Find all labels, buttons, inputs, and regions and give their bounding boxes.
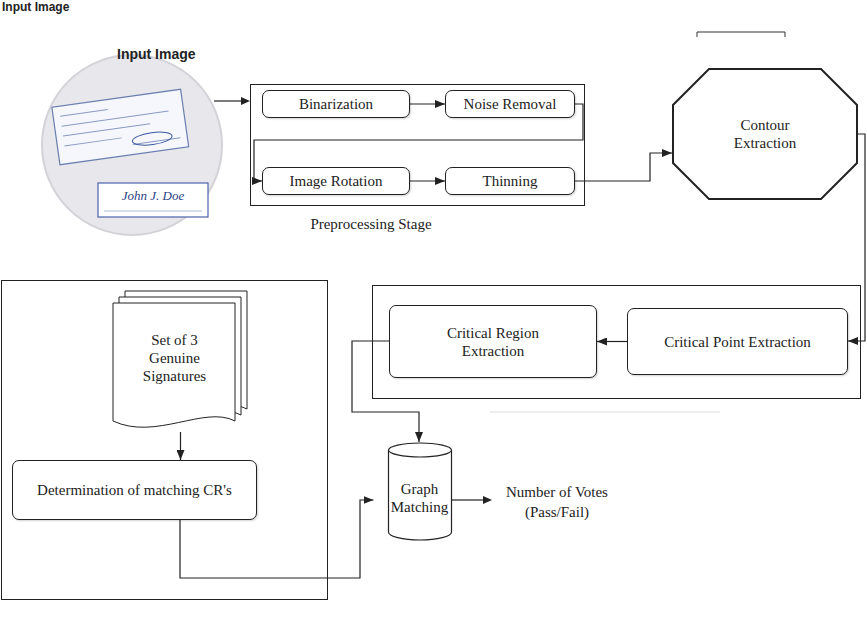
database-cylinder: Graph Matching (374, 442, 466, 540)
process-box: Binarization (262, 90, 410, 118)
node-body: Noise Removal (446, 91, 574, 117)
node-body: Set of 3 Genuine Signatures (113, 290, 248, 432)
node-body: Contour Extraction (672, 68, 858, 200)
process-octagon: Contour Extraction (672, 68, 858, 200)
group-box (2, 281, 328, 600)
process-box: Critical Point Extraction (627, 308, 848, 375)
process-box: Image Rotation (262, 167, 410, 195)
node-text: Critical Point Extraction (664, 333, 811, 351)
process-box: Thinning (445, 167, 575, 195)
input-illustration (42, 55, 222, 235)
node-text: Binarization (299, 95, 373, 113)
faint-line (490, 412, 720, 413)
cheque-illustration (52, 89, 189, 165)
node-text: Determination of matching CR's (37, 481, 232, 499)
node-text: Thinning (483, 172, 538, 190)
node-body: Determination of matching CR's (13, 461, 256, 519)
stage-group: Preprocessing StageBinarizationNoise Rem… (250, 84, 585, 206)
octagon-outline (672, 68, 858, 200)
group-box (373, 286, 861, 399)
node-body: Binarization (263, 91, 409, 117)
node-text: Contour Extraction (720, 116, 810, 152)
image-label: Input Image (117, 46, 227, 62)
process-box: Critical Region Extraction (389, 305, 597, 378)
stray-fragment (697, 32, 785, 37)
output-label: Number of Votes (Pass/Fail) (492, 483, 622, 522)
connector-arrow (575, 153, 672, 181)
node-text: Noise Removal (464, 95, 557, 113)
output-arrow (452, 499, 484, 500)
arrow-head (241, 97, 250, 105)
connector-arrow (597, 341, 627, 342)
connector-arrow (180, 432, 181, 460)
node-body: Graph Matching (374, 442, 466, 540)
node-body: Thinning (446, 168, 574, 194)
arrow-head (483, 496, 492, 504)
node-text: Critical Region Extraction (414, 324, 572, 360)
signature-text: John J. Doe (100, 188, 206, 204)
node-text: Set of 3 Genuine Signatures (125, 331, 225, 385)
stage-heading: Preprocessing Stage (291, 215, 451, 233)
process-box: Noise Removal (445, 90, 575, 118)
node-body: Critical Region Extraction (390, 306, 596, 377)
node-body: Image Rotation (263, 168, 409, 194)
process-box: Determination of matching CR's (12, 460, 257, 520)
signature-line (104, 211, 202, 212)
signature-card (98, 183, 208, 217)
connector-arrow (410, 180, 445, 181)
node-text: Image Rotation (290, 172, 383, 190)
document-stack: Set of 3 Genuine Signatures (113, 290, 248, 432)
node-text: Graph Matching (389, 480, 451, 516)
corner-label: Input Image (2, 0, 92, 14)
node-body: Critical Point Extraction (628, 309, 847, 374)
input-arrow (214, 100, 242, 101)
connector-arrow (410, 103, 445, 104)
